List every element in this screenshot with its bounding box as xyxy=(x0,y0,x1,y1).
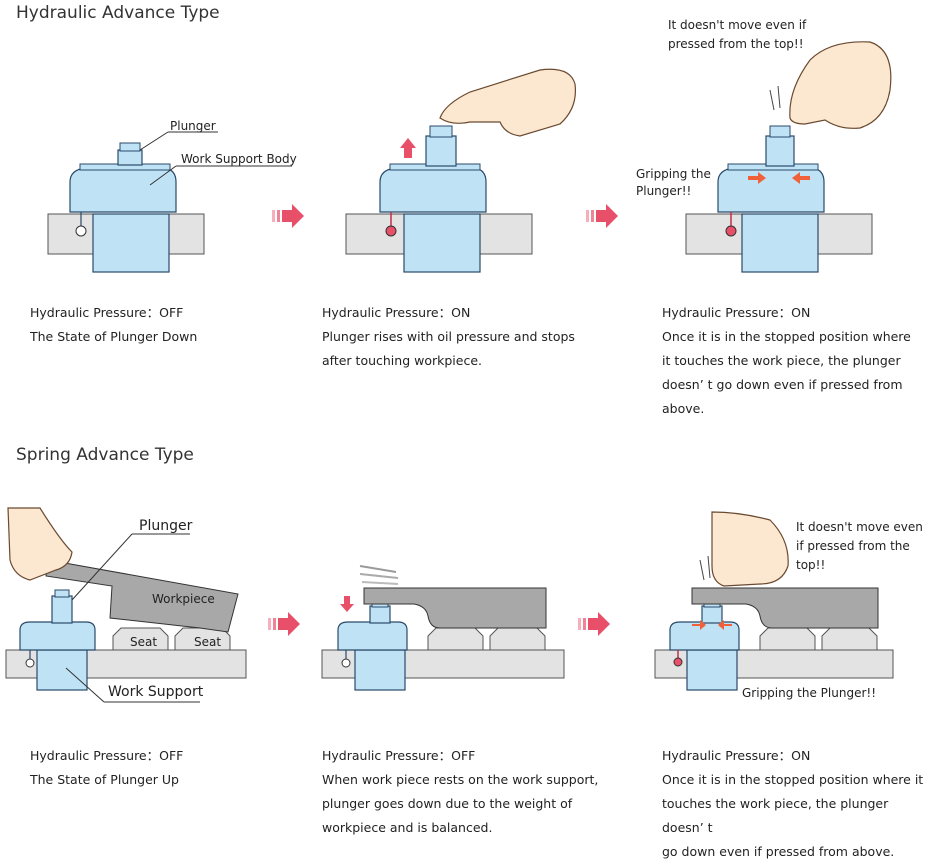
caption-pressure: Hydraulic Pressure：ON xyxy=(662,305,811,320)
caption-line: The State of Plunger Down xyxy=(30,329,198,344)
hydraulic-caption-3: Hydraulic Pressure：ON Once it is in the … xyxy=(662,301,930,421)
caption-line: plunger goes down due to the weight of xyxy=(322,796,573,811)
caption-pressure: Hydraulic Pressure：OFF xyxy=(30,305,184,320)
label-gripping-hydraulic: Gripping the Plunger!! xyxy=(636,167,711,198)
label-workpiece: Workpiece xyxy=(152,592,215,606)
spring-caption-3: Hydraulic Pressure：ON Once it is in the … xyxy=(662,744,930,864)
spring-caption-1: Hydraulic Pressure：OFF The State of Plun… xyxy=(30,744,183,792)
caption-line: touches the work piece, the plunger does… xyxy=(662,796,889,835)
label-gripping-spring: Gripping the Plunger!! xyxy=(742,686,877,700)
caption-line: it touches the work piece, the plunger xyxy=(662,353,901,368)
caption-pressure: Hydraulic Pressure：ON xyxy=(322,305,471,320)
caption-pressure: Hydraulic Pressure：OFF xyxy=(30,748,184,763)
caption-line: go down even if pressed from above. xyxy=(662,844,895,859)
label-plunger-spring: Plunger xyxy=(139,518,193,534)
caption-line: Plunger rises with oil pressure and stop… xyxy=(322,329,575,344)
hydraulic-caption-1: Hydraulic Pressure：OFF The State of Plun… xyxy=(30,301,197,349)
spring-panel-1 xyxy=(5,507,247,703)
label-no-move-spring: It doesn't move even if pressed from the… xyxy=(796,520,923,572)
caption-line: Once it is in the stopped position where… xyxy=(662,772,924,787)
label-work-support: Work Support xyxy=(108,684,204,700)
spring-caption-2: Hydraulic Pressure：OFF When work piece r… xyxy=(322,744,598,840)
spring-panel-2 xyxy=(321,565,565,691)
spring-section-title: Spring Advance Type xyxy=(16,445,194,465)
hydraulic-section-title: Hydraulic Advance Type xyxy=(16,3,220,23)
label-no-move-hydraulic: It doesn't move even if pressed from the… xyxy=(668,18,807,51)
hydraulic-panel-2 xyxy=(345,68,577,273)
caption-line: after touching workpiece. xyxy=(322,353,482,368)
hydraulic-panel-1 xyxy=(47,131,292,273)
caption-line: Once it is in the stopped position where xyxy=(662,329,911,344)
caption-line: workpiece and is balanced. xyxy=(322,820,493,835)
caption-line: When work piece rests on the work suppor… xyxy=(322,772,599,787)
caption-pressure: Hydraulic Pressure：OFF xyxy=(322,748,476,763)
label-work-support-body: Work Support Body xyxy=(181,152,297,166)
caption-pressure: Hydraulic Pressure：ON xyxy=(662,748,811,763)
label-seat-2: Seat xyxy=(194,635,222,649)
hydraulic-caption-2: Hydraulic Pressure：ON Plunger rises with… xyxy=(322,301,575,373)
caption-line: doesn’ t go down even if pressed from ab… xyxy=(662,377,903,416)
label-plunger: Plunger xyxy=(170,119,216,133)
hydraulic-panel-3 xyxy=(685,41,892,273)
label-seat-1: Seat xyxy=(130,635,158,649)
spring-panel-3 xyxy=(654,511,894,691)
caption-line: The State of Plunger Up xyxy=(30,772,179,787)
